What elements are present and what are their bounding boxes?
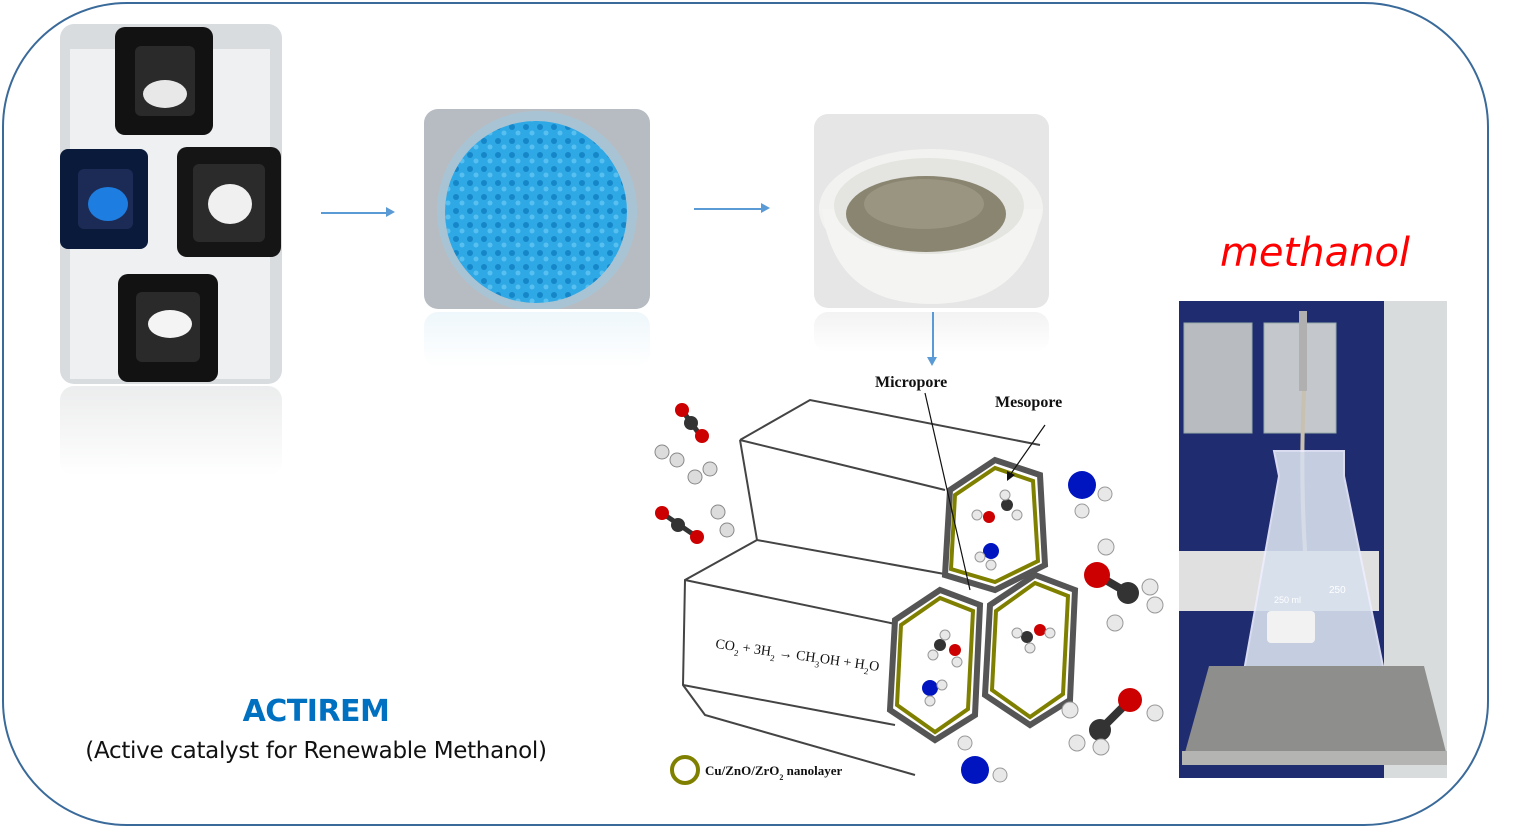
project-full-name: (Active catalyst for Renewable Methanol): [85, 738, 547, 764]
reactor-flask-photo: 250 250 ml: [1179, 301, 1447, 778]
reaction-equation: CO2 + 3H2 → CH3OH + H2O: [714, 637, 880, 678]
mortar-illustration: [819, 149, 1043, 304]
methanol-molecule-right: [1084, 538, 1164, 632]
blue-gel-illustration: [437, 111, 637, 309]
micropore-pointer: [924, 392, 971, 591]
water-molecule-right: [1068, 471, 1113, 519]
precursors-reflection: [60, 386, 282, 476]
co2-molecule: [675, 403, 709, 443]
figure-border: [2, 2, 1489, 826]
co2-molecule-2: [655, 506, 704, 544]
methanol-in-pore: [971, 489, 1023, 523]
mesopore-arrowhead: [1007, 471, 1015, 481]
flask-volume-label: 250 ml: [1274, 595, 1301, 605]
mesopore-pointer: [1009, 424, 1046, 476]
reactor-illustration: 250 250 ml: [1179, 301, 1447, 778]
weighing-boat-right: [177, 147, 281, 257]
weighing-boat-top: [115, 27, 213, 135]
mortar-reflection: [814, 312, 1049, 352]
precursors-illustration: [60, 27, 281, 382]
weighing-boat-bottom: [118, 274, 218, 382]
water-in-pore-2: [922, 679, 948, 707]
methanol-in-pore-2: [927, 629, 963, 668]
hexagon-pores: [886, 456, 1079, 744]
pore-structure-svg: Micropore Mesopore CO2 + 3H2 → CH3OH + H…: [654, 374, 1164, 785]
arrow-step2-to-step3: [694, 204, 770, 212]
blue-gel-photo: [424, 109, 650, 309]
catalyst-pore-diagram: Micropore Mesopore CO2 + 3H2 → CH3OH + H…: [645, 365, 1180, 795]
mesopore-label: Mesopore: [995, 394, 1062, 411]
methanol-in-pore-3: [1011, 624, 1056, 654]
water-molecule-bottom: [957, 735, 1008, 784]
arrow-step3-to-diagram: [928, 312, 936, 366]
stirrer-plate: [1184, 666, 1447, 756]
weighing-boat-blue: [60, 149, 148, 249]
flask-volume-mark: 250: [1329, 585, 1346, 596]
methanol-molecule-bottom: [1061, 688, 1164, 756]
honeycomb-body: [681, 398, 1041, 776]
blue-gel-reflection: [424, 312, 650, 367]
micropore-label: Micropore: [875, 374, 947, 391]
precursors-photo: [60, 24, 282, 384]
product-label: methanol: [1219, 230, 1411, 276]
arrow-step1-to-step2: [321, 208, 395, 216]
project-acronym: ACTIREM: [242, 694, 390, 729]
mortar-photo: [814, 114, 1049, 308]
nanolayer-coating: [894, 465, 1071, 735]
nanolayer-legend-label: Cu/ZnO/ZrO2 nanolayer: [705, 763, 843, 782]
water-in-pore: [974, 543, 999, 571]
h2-molecules: [654, 444, 735, 538]
nanolayer-legend-swatch: [670, 755, 700, 785]
